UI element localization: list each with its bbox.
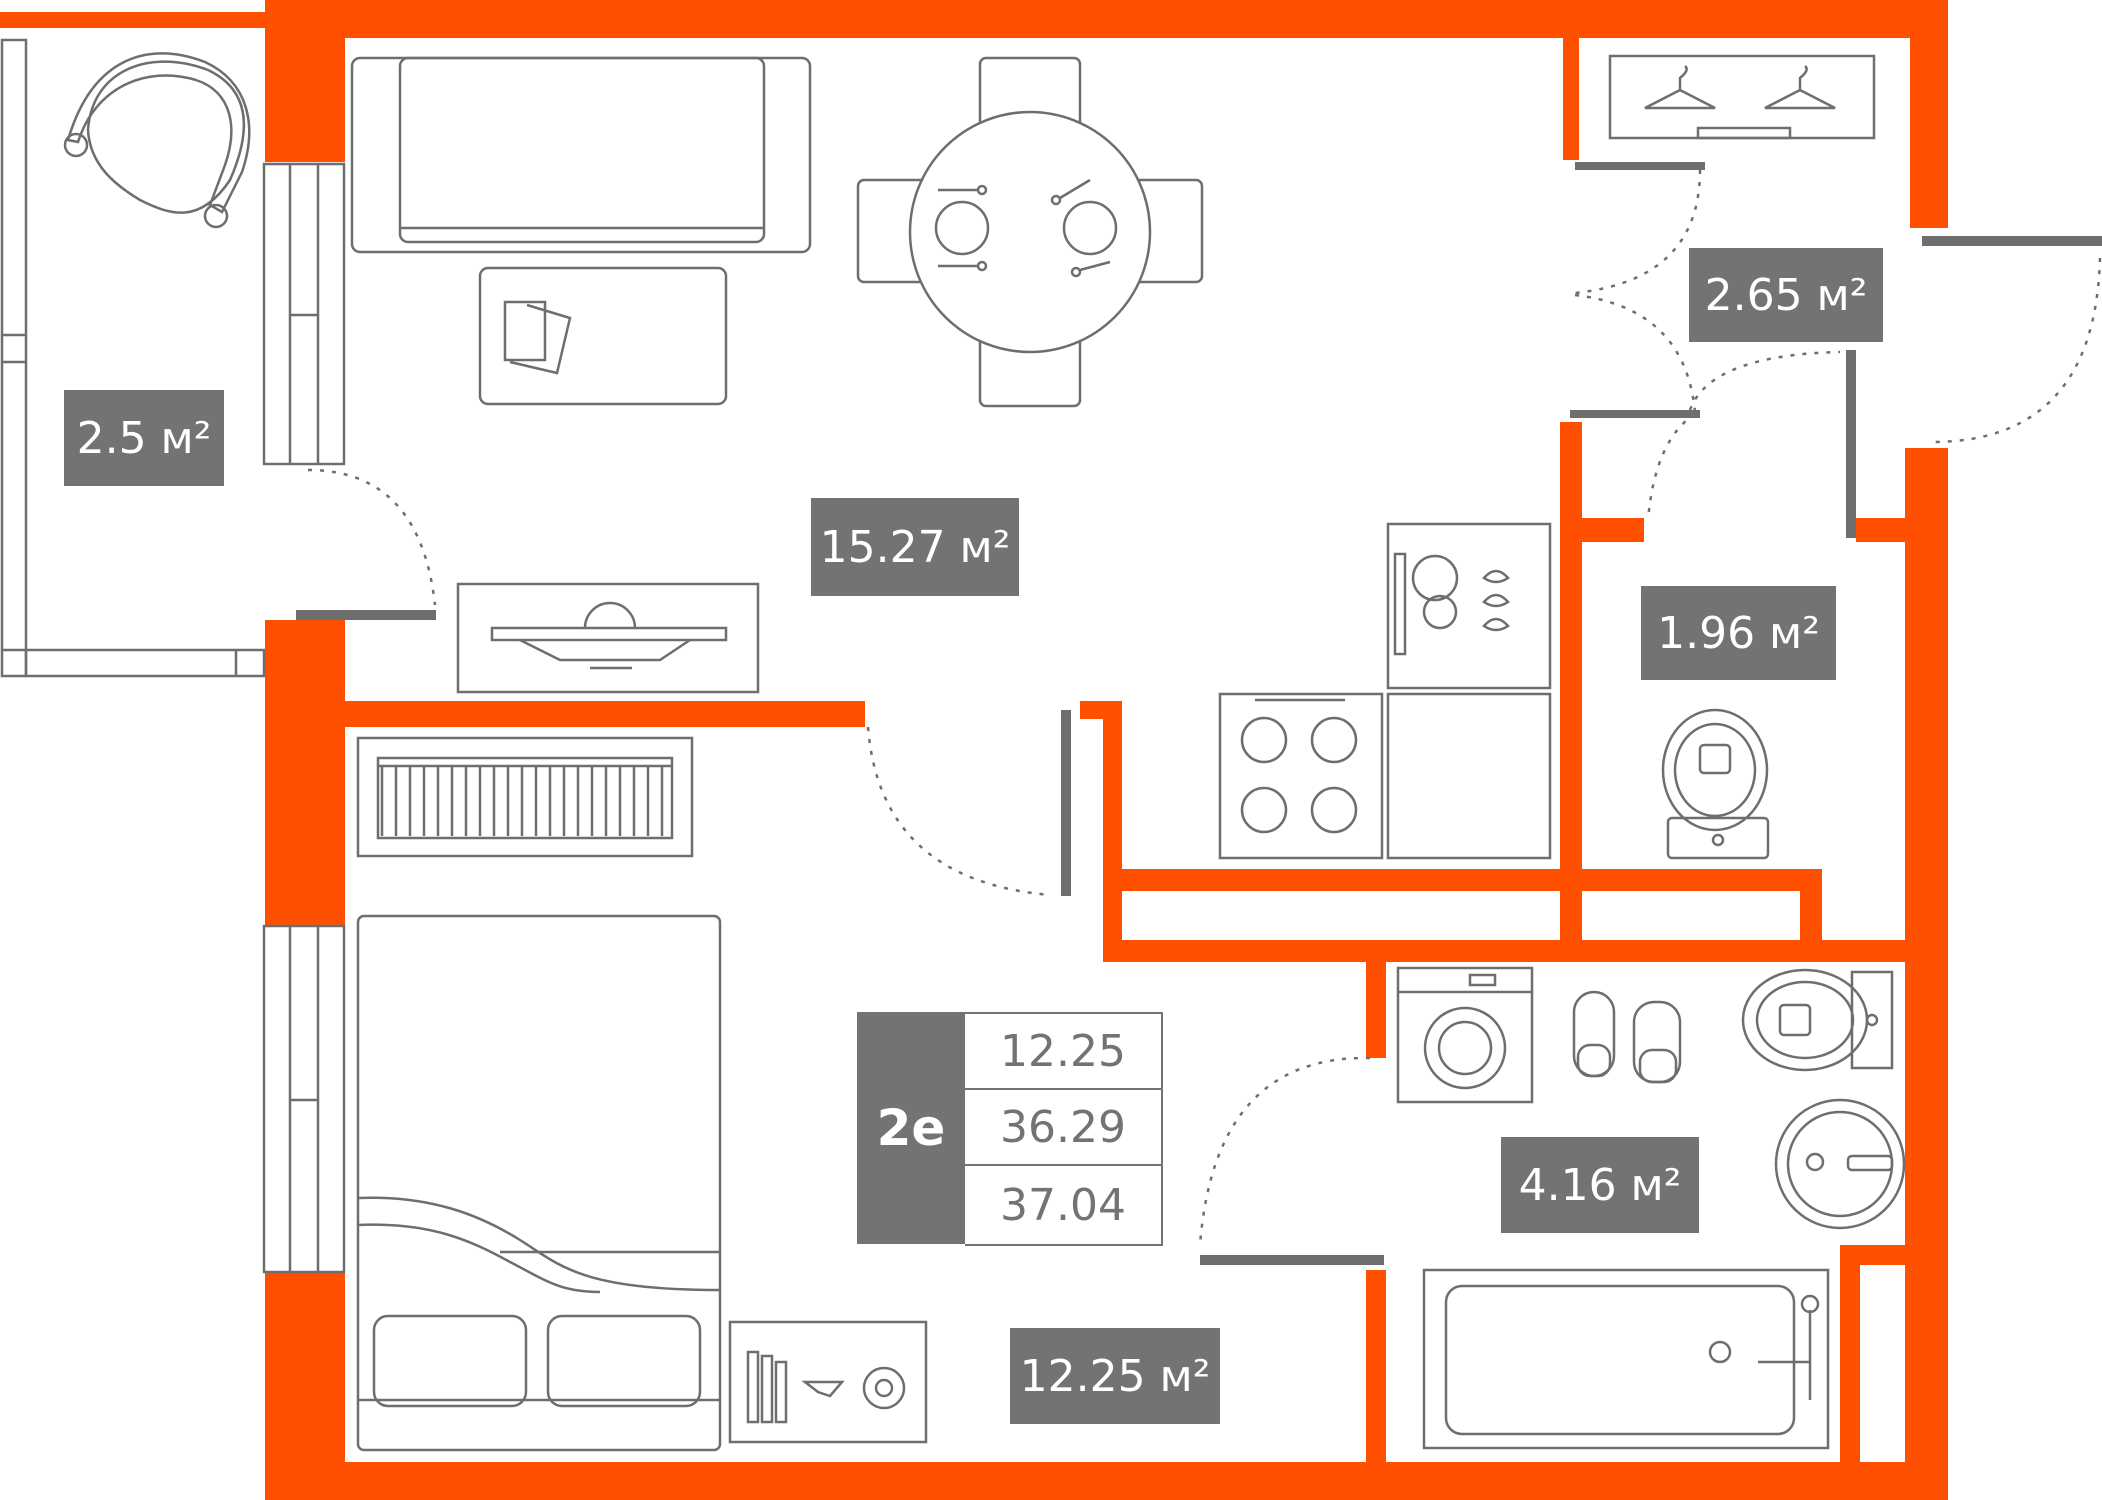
- bed-icon: [356, 914, 722, 1452]
- furniture: [63, 52, 1906, 1452]
- room-area-bedroom: 12.25 м²: [1010, 1328, 1220, 1424]
- washing-machine-icon: [1396, 966, 1534, 1104]
- door-swings: [307, 169, 2102, 1246]
- sofa-icon: [350, 56, 812, 254]
- area-values: 12.25 36.29 37.04: [965, 1012, 1163, 1246]
- living-area-value: 12.25: [965, 1014, 1161, 1090]
- stove-icon: [1218, 692, 1384, 860]
- tv-stand-icon: [456, 582, 760, 694]
- balcony-frame: [0, 38, 346, 1274]
- bathtub-icon: [1422, 1268, 1830, 1450]
- room-area-bathroom: 4.16 м²: [1501, 1137, 1699, 1233]
- dishwasher-icon: [1386, 522, 1552, 690]
- partitions: [296, 162, 2102, 1265]
- room-area-hall: 2.65 м²: [1689, 248, 1883, 342]
- room-area-living-kitchen: 15.27 м²: [811, 498, 1019, 596]
- coffee-table-icon: [478, 266, 728, 406]
- toilet-icon: [1741, 968, 1894, 1072]
- bookshelf-icon: [356, 736, 694, 858]
- room-area-wc: 1.96 м²: [1641, 586, 1836, 680]
- washbasin-icon: [1774, 1098, 1906, 1230]
- walls: [0, 0, 1948, 1500]
- total-area-value: 36.29: [965, 1090, 1161, 1166]
- slippers-icon: [1572, 990, 1682, 1084]
- bedside-cabinet-icon: [728, 1320, 928, 1444]
- apartment-type: 2е: [857, 1012, 965, 1244]
- dining-table-icon: [856, 56, 1204, 408]
- room-area-balcony: 2.5 м²: [64, 390, 224, 486]
- armchair-icon: [63, 52, 251, 229]
- apartment-summary: 2е 12.25 36.29 37.04: [857, 1012, 1163, 1246]
- kitchen-counter-icon: [1386, 692, 1552, 860]
- toilet-icon: [1661, 708, 1770, 860]
- wardrobe-icon: [1608, 54, 1876, 140]
- total-area-with-balcony-value: 37.04: [1000, 1179, 1126, 1231]
